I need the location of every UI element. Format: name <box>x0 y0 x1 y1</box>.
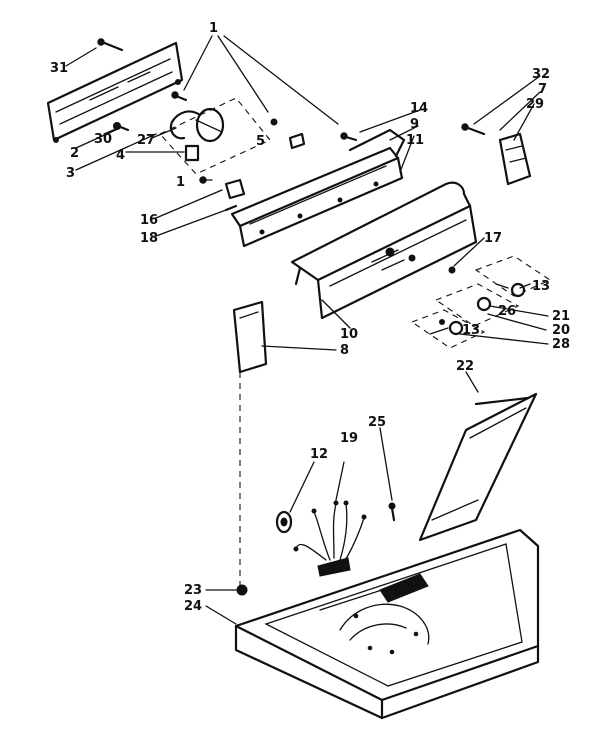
screw-25 <box>388 502 396 522</box>
screw-14 <box>340 132 358 142</box>
label-2: 2 <box>70 146 79 161</box>
main-top-lid <box>418 392 538 542</box>
label-26: 26 <box>498 304 516 319</box>
rear-panel <box>46 41 184 143</box>
label-8: 8 <box>340 343 349 358</box>
label-16: 16 <box>140 213 158 228</box>
screw-31 <box>97 38 124 52</box>
label-25: 25 <box>368 415 386 430</box>
control-bracket <box>230 128 406 248</box>
screw-30 <box>113 122 130 132</box>
label-1-mid: 1 <box>176 175 185 190</box>
screw-1-upper <box>171 91 188 102</box>
label-30: 30 <box>94 132 112 147</box>
label-22: 22 <box>456 359 474 374</box>
label-21: 21 <box>552 309 570 324</box>
label-18: 18 <box>140 231 158 246</box>
switch-block <box>199 176 246 212</box>
label-1-top: 1 <box>209 21 218 36</box>
label-12: 12 <box>310 447 328 462</box>
label-29: 29 <box>526 97 544 112</box>
grommet-12 <box>275 510 293 534</box>
label-4: 4 <box>116 148 125 163</box>
wire-harness <box>293 500 367 577</box>
control-console <box>290 181 478 320</box>
label-23: 23 <box>184 583 202 598</box>
label-27: 27 <box>137 133 155 148</box>
timer-assembly <box>169 107 225 162</box>
label-31: 31 <box>50 61 68 76</box>
label-19: 19 <box>340 431 358 446</box>
label-3: 3 <box>66 166 75 181</box>
cabinet-base <box>234 528 540 720</box>
door-switch <box>461 123 532 186</box>
label-10: 10 <box>340 327 358 342</box>
dashed-outline-timer <box>159 97 271 175</box>
label-32: 32 <box>532 67 550 82</box>
label-14: 14 <box>410 101 428 116</box>
label-9: 9 <box>410 117 419 132</box>
label-24: 24 <box>184 599 202 614</box>
label-7: 7 <box>538 82 547 97</box>
label-28: 28 <box>552 337 570 352</box>
leader-lines <box>65 35 549 625</box>
label-20: 20 <box>552 323 570 338</box>
label-11: 11 <box>406 133 424 148</box>
clip-part <box>270 118 306 150</box>
knob-group <box>410 255 552 349</box>
label-5: 5 <box>256 134 265 149</box>
callout-labels: 1 31 2 30 3 27 4 5 1 16 18 14 9 11 32 7 … <box>50 21 570 614</box>
label-13-right: 13 <box>532 279 550 294</box>
label-13-left: 13 <box>462 323 480 338</box>
label-17: 17 <box>484 231 502 246</box>
end-cap <box>232 300 268 374</box>
